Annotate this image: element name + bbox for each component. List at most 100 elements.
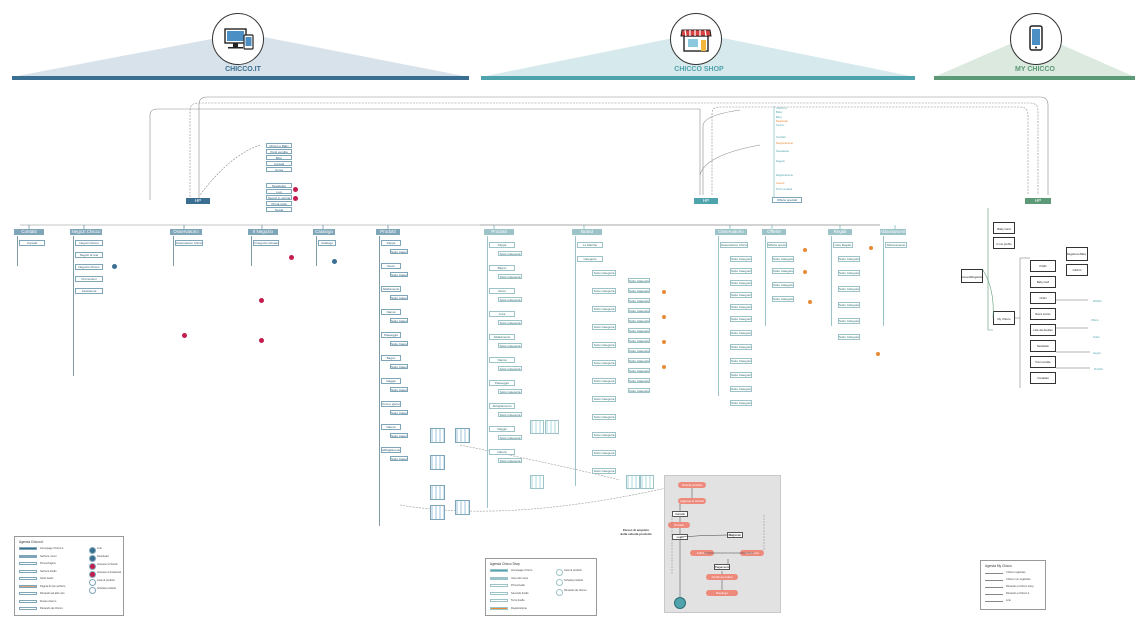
brand-item[interactable]: Sotto Categoria [592,432,616,438]
my-chicco-side-address[interactable]: Indirizzi [1066,264,1088,276]
my-chicco-menu-item[interactable]: Ordini [1030,292,1056,304]
it-menu-item[interactable]: Nanna [381,309,401,315]
shop-sub-item[interactable]: Sotto Categoria [730,330,752,336]
my-chicco-hp-hub[interactable]: HP MyChicco [1025,198,1051,209]
it-menu-item[interactable]: Allattamento [381,286,401,292]
top-list-item[interactable]: Social [266,207,292,212]
my-chicco-side-profile[interactable]: Il mio profilo [993,237,1015,249]
shop-column-header[interactable]: Prodotti [484,229,514,235]
shop-sub-item[interactable]: Sotto Categoria [772,296,794,302]
shop-subcategory-item[interactable]: Sotto Categoria [498,320,522,325]
shop-sub-item[interactable]: Sotto Categoria [838,318,860,324]
brand-sub-item[interactable]: Sotto Categoria [628,378,650,383]
chicco-shop-hp-hub[interactable]: HP [694,198,718,204]
my-chicco-menu-item[interactable]: Contattaci [1030,372,1056,384]
it-menu-item[interactable]: Assistenza [75,288,103,294]
brand-item[interactable]: Sotto Categoria [592,306,616,312]
shop-subcategory-item[interactable]: Sotto Categoria [498,458,522,463]
shop-column-header[interactable]: Regali [828,229,852,235]
brand-item[interactable]: Sotto Categoria [592,342,616,348]
brand-item[interactable]: Sotto Categoria [592,324,616,330]
it-column-header[interactable]: Contatti [14,229,44,235]
top-list-item[interactable]: Cerca [266,167,292,172]
top-list-item[interactable]: Log [266,189,292,194]
top-list-item[interactable]: Prima volta [266,201,292,206]
shop-sub-item[interactable]: Sotto Categoria [730,358,752,364]
shop-subcategory-item[interactable]: Sotto Categoria [498,435,522,440]
it-menu-item[interactable]: Pappa [381,240,401,246]
my-chicco-menu-item[interactable]: Punti vendita [1030,356,1056,368]
brand-sub-item[interactable]: Sotto Categoria [628,288,650,293]
brand-sub-item[interactable]: Sotto Categoria [628,348,650,353]
brand-item[interactable]: Sotto Categoria [592,414,616,420]
shop-sub-item[interactable]: Sotto Categoria [730,292,752,298]
it-menu-item[interactable]: Catalogo [318,240,336,246]
brand-sub-item[interactable]: Sotto Categoria [628,298,650,303]
brand-sub-item[interactable]: Sotto Categoria [628,368,650,373]
my-chicco-menu-item[interactable]: Liste dei desideri [1030,324,1056,336]
brand-sub-item[interactable]: Sotto Categoria [628,318,650,323]
shop-subcategory-item[interactable]: Sotto Categoria [498,274,522,279]
shop-sub-item[interactable]: Sotto Categoria [772,268,794,274]
my-chicco-side-baby-card[interactable]: Baby Card [993,222,1015,234]
shop-menu-item[interactable]: Nanna [489,357,515,363]
it-column-header[interactable]: Prodotti [376,229,400,235]
shop-menu-item[interactable]: Gioco [489,288,515,294]
shop-sub-item[interactable]: Sotto Categoria [730,400,752,406]
shop-sub-item[interactable]: Sotto Categoria [730,344,752,350]
my-chicco-menu-item[interactable]: Newsletter [1030,340,1056,352]
shop-menu-item[interactable]: Bagno [489,265,515,271]
it-subcategory-item[interactable]: Sotto Categoria [390,318,408,323]
it-subcategory-item[interactable]: Sotto Categoria [390,272,408,277]
brand-sub-item[interactable]: Sotto Categoria [628,308,650,313]
shop-sub-item[interactable]: Sotto Categoria [838,334,860,340]
it-subcategory-item[interactable]: Sotto Categoria [390,456,408,461]
shop-menu-item[interactable]: Categorie [577,256,603,262]
shop-sub-item[interactable]: Sotto Categoria [838,256,860,262]
my-chicco-menu-item[interactable]: Buoni sconto [1030,308,1056,320]
shop-menu-item[interactable]: Abbonamento [885,242,907,248]
it-menu-item[interactable]: Natura [381,424,401,430]
brand-sub-item[interactable]: Sotto Categoria [628,338,650,343]
chicco-it-hp-hub[interactable]: HP [186,198,210,204]
shop-subcategory-item[interactable]: Sotto Categoria [498,343,522,348]
it-column-header[interactable]: Osservatorio Chicco [170,229,202,240]
my-chicco-menu-item[interactable]: Profilo [1030,260,1056,272]
it-menu-item[interactable]: Gioco [381,263,401,269]
shop-sub-item[interactable]: Sotto Categoria [838,302,860,308]
top-list-item[interactable]: Punti vendita [266,149,292,154]
brand-sub-item[interactable]: Sotto Categoria [628,388,650,393]
shop-menu-item[interactable]: Pappa [489,242,515,248]
it-menu-item[interactable]: Passeggio [381,332,401,338]
it-subcategory-item[interactable]: Sotto Categoria [390,295,408,300]
shop-menu-item[interactable]: Offerte speciali [767,242,787,248]
it-subcategory-item[interactable]: Sotto Categoria [390,433,408,438]
my-chicco-menu-item[interactable]: Baby Card [1030,276,1056,288]
it-menu-item[interactable]: Viaggio [381,378,401,384]
it-menu-item[interactable]: Abbigliamento [381,447,401,453]
shop-sub-item[interactable]: Sotto Categoria [730,372,752,378]
top-list-item[interactable]: Newsletter [266,183,292,188]
shop-menu-item[interactable]: Liste Regalo [833,242,853,248]
shop-sub-item[interactable]: Sotto Categoria [838,286,860,292]
it-column-header[interactable]: Negozi Chicco [70,229,102,235]
brand-item[interactable]: Sotto Categoria [592,270,616,276]
brand-item[interactable]: Sotto Categoria [592,450,616,456]
brand-sub-item[interactable]: Sotto Categoria [628,358,650,363]
it-menu-item[interactable]: Negozi Chicco [75,240,103,246]
it-subcategory-item[interactable]: Sotto Categoria [390,387,408,392]
shop-sub-item[interactable]: Sotto Categoria [730,268,752,274]
brand-sub-item[interactable]: Sotto Categoria [628,328,650,333]
shop-menu-item[interactable]: Viaggio [489,426,515,432]
my-chicco-extra-box[interactable]: Registra la Baby Card [1066,247,1088,261]
shop-column-header[interactable]: Osservatorio Chicco [715,229,747,240]
it-menu-item[interactable]: Cura e igiene [381,401,401,407]
shop-offers-box[interactable]: Offerte speciali [772,197,802,203]
it-menu-item[interactable]: Negozio Chicco [75,264,103,270]
it-menu-item[interactable]: Il Negozio virtuale [253,240,279,246]
shop-sub-item[interactable]: Sotto Categoria [730,280,752,286]
shop-subcategory-item[interactable]: Sotto Categoria [498,251,522,256]
shop-sub-item[interactable]: Sotto Categoria [772,282,794,288]
it-menu-item[interactable]: Negozi di rete [75,252,103,258]
shop-sub-item[interactable]: Sotto Categoria [730,256,752,262]
